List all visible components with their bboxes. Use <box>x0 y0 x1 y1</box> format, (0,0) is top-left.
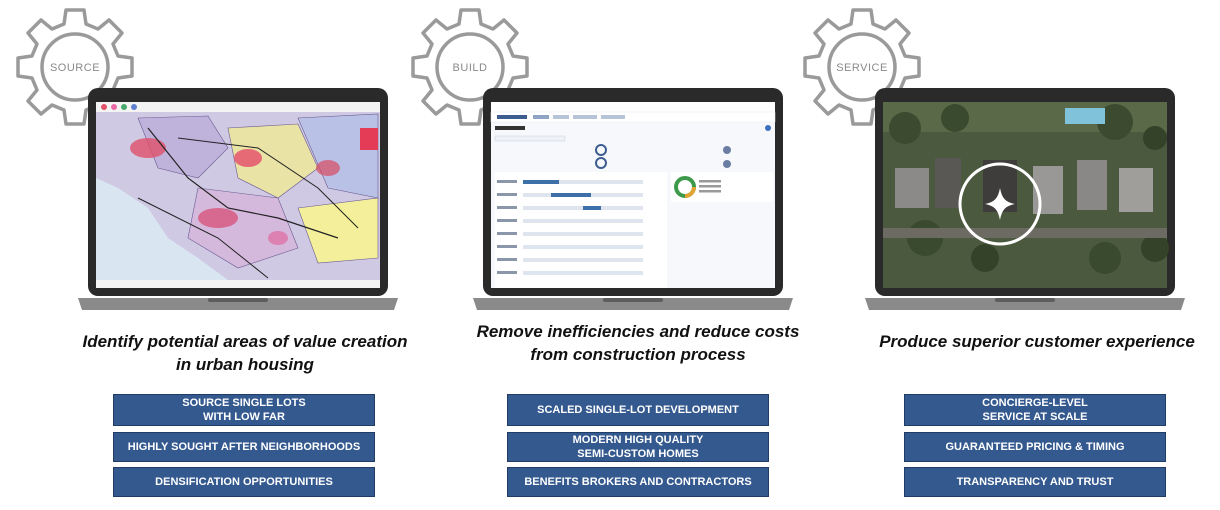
column-build: BUILD Remove inefficiencies and reduce c… <box>405 0 805 510</box>
gear-label: BUILD <box>453 62 488 74</box>
gear-label: SOURCE <box>50 62 100 74</box>
feature-box: DENSIFICATION OPPORTUNITIES <box>113 467 375 497</box>
feature-box: HIGHLY SOUGHT AFTER NEIGHBORHOODS <box>113 432 375 462</box>
gear-label: SERVICE <box>836 62 888 74</box>
feature-box: CONCIERGE-LEVEL SERVICE AT SCALE <box>904 394 1166 426</box>
feature-box: MODERN HIGH QUALITY SEMI-CUSTOM HOMES <box>507 432 769 462</box>
feature-box: SOURCE SINGLE LOTS WITH LOW FAR <box>113 394 375 426</box>
laptop-map <box>78 88 398 310</box>
headline-source: Identify potential areas of value creati… <box>82 332 408 374</box>
laptop-aerial <box>865 88 1185 310</box>
feature-box: TRANSPARENCY AND TRUST <box>904 467 1166 497</box>
feature-box: BENEFITS BROKERS AND CONTRACTORS <box>507 467 769 497</box>
laptop-dashboard <box>473 88 793 310</box>
gear-icon: SOURCE <box>16 8 134 126</box>
feature-box: GUARANTEED PRICING & TIMING <box>904 432 1166 462</box>
column-service: SERVICE Produce superior customer experi… <box>797 0 1197 510</box>
feature-box: SCALED SINGLE-LOT DEVELOPMENT <box>507 394 769 426</box>
sparkle-icon <box>985 188 1015 220</box>
column-source: SOURCE Identify potential areas of value… <box>10 0 410 510</box>
headline-service: Produce superior customer experience <box>879 332 1195 351</box>
headline-build: Remove inefficiencies and reduce costs f… <box>476 322 800 364</box>
